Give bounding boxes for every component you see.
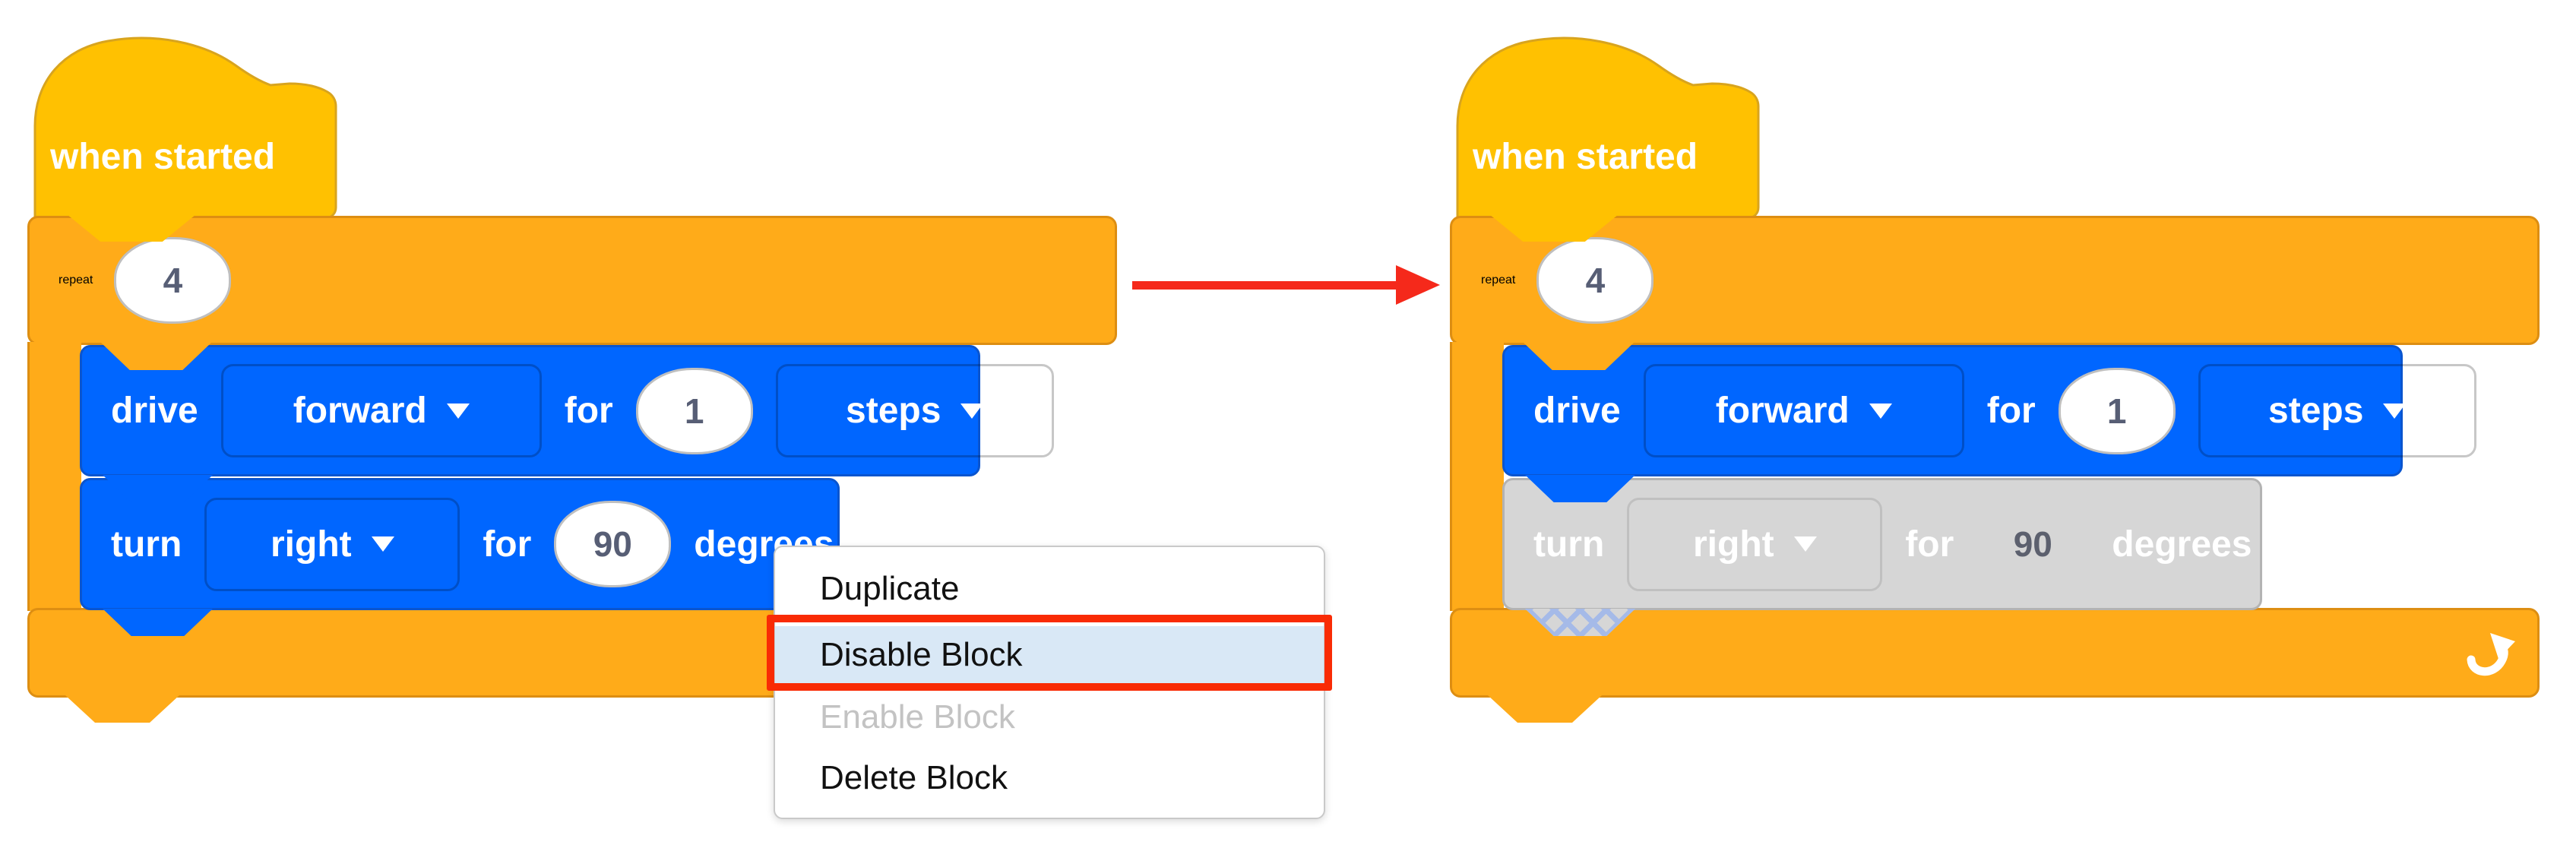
repeat-block[interactable]: repeat 4 [27,216,1117,345]
menu-item-disable-block[interactable]: Disable Block [775,626,1324,684]
drive-direction-dropdown[interactable]: forward [1643,364,1964,457]
chevron-down-icon [371,536,394,552]
hat-block-label: when started [1473,137,1698,177]
drive-direction-dropdown[interactable]: forward [220,364,542,457]
turn-block-disabled[interactable]: turn right for 90 degrees [1502,478,2262,610]
repeat-block[interactable]: repeat 4 [1450,216,2540,345]
repeat-count-field[interactable]: 4 [114,237,232,324]
right-block-stack: when started repeat 4 drive forward for [1422,0,2576,845]
repeat-label: repeat [1481,274,1516,286]
turn-for-label: for [483,524,532,565]
drive-unit-dropdown[interactable]: steps [2198,364,2476,457]
chevron-down-icon [1793,536,1817,552]
chevron-down-icon [2383,403,2407,419]
chevron-down-icon [446,403,470,419]
repeat-c-spine [1450,342,1504,611]
left-block-stack: when started repeat 4 drive forward for … [27,33,1117,723]
turn-direction-dropdown[interactable]: right [1627,497,1883,591]
turn-label: turn [111,524,182,565]
menu-item-delete-block[interactable]: Delete Block [820,759,1008,796]
turn-angle-field[interactable]: 90 [2013,524,2052,564]
drive-label: drive [111,391,198,431]
menu-item-enable-block: Enable Block [820,698,1015,736]
transition-arrow-icon [1132,265,1440,305]
drive-block[interactable]: drive forward for 1 steps [1502,345,2476,476]
turn-block[interactable]: turn right for 90 degrees [80,478,840,610]
hat-block-label: when started [50,137,276,177]
repeat-count-field[interactable]: 4 [1536,237,1654,324]
chevron-down-icon [1869,403,1892,419]
when-started-hat-block[interactable] [27,33,342,220]
repeat-bottom-notch [1488,695,1602,723]
menu-item-duplicate[interactable]: Duplicate [820,570,960,607]
drive-distance-field[interactable]: 1 [635,367,753,454]
turn-label: turn [1533,524,1605,565]
chevron-down-icon [960,403,984,419]
turn-angle-field[interactable]: 90 [554,501,672,587]
turn-unit-label: degrees [2112,524,2252,565]
repeat-c-spine [27,342,81,611]
turn-direction-dropdown[interactable]: right [204,497,460,591]
drive-for-label: for [564,391,613,431]
drive-for-label: for [1986,391,2036,431]
when-started-hat-block[interactable] [1450,33,1764,220]
repeat-label: repeat [59,274,93,286]
turn-for-label: for [1905,524,1954,565]
annotation-highlight-ring [767,615,1332,691]
repeat-bottom-notch [65,695,179,723]
drive-block[interactable]: drive forward for 1 steps [80,345,1054,476]
drive-label: drive [1533,391,1621,431]
drive-distance-field[interactable]: 1 [2058,367,2176,454]
repeat-loop-arrow-icon [2467,633,2515,676]
drive-unit-dropdown[interactable]: steps [775,364,1054,457]
